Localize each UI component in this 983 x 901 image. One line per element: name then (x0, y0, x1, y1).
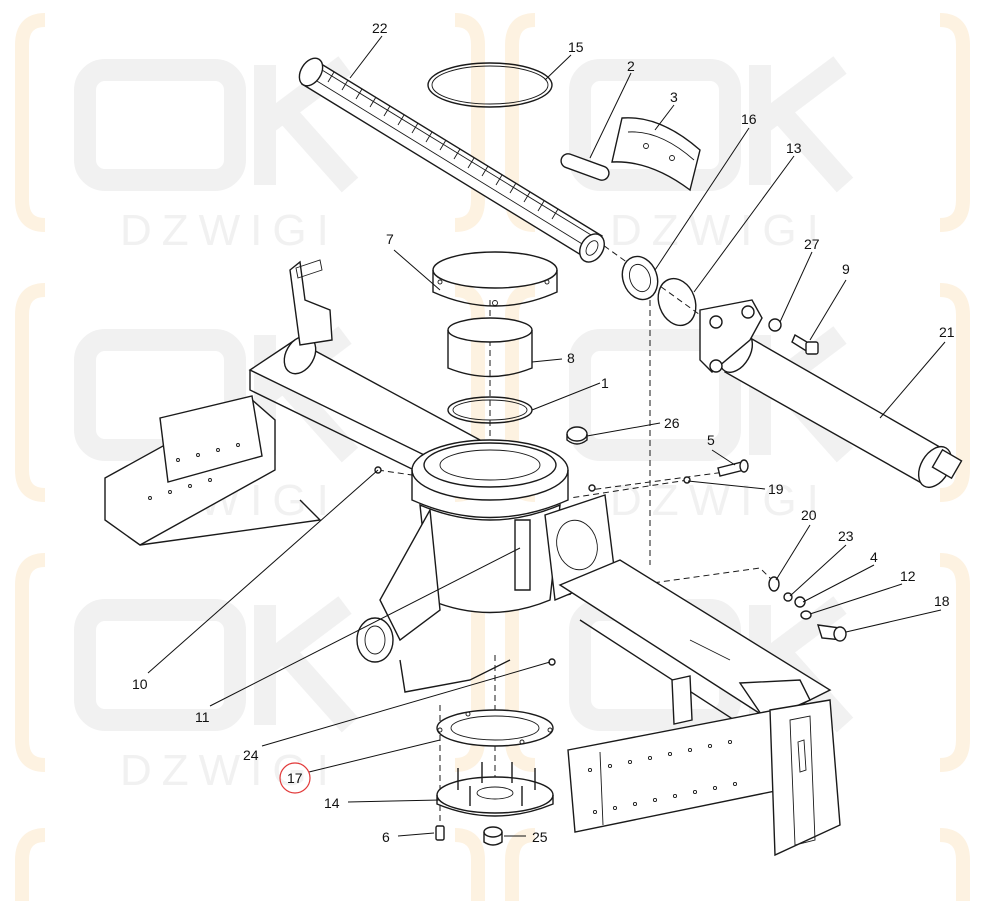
callout-5: 5 (707, 432, 715, 448)
part-cover-14 (436, 762, 554, 817)
callout-12: 12 (900, 568, 916, 584)
part-cylinder-21 (699, 299, 963, 488)
callout-6: 6 (382, 829, 390, 845)
callout-17: 17 (287, 770, 303, 786)
leader-lines (147, 35, 946, 837)
part-gasket-17 (436, 709, 554, 747)
callout-8: 8 (567, 350, 575, 366)
callout-11: 11 (195, 709, 210, 725)
callout-26: 26 (664, 415, 680, 431)
part-half-bearing-3 (611, 117, 701, 192)
part-plug-26 (566, 426, 588, 445)
part-bolt-6 (435, 825, 445, 841)
watermark-text: DZWIGI (610, 206, 829, 255)
part-bolt-9 (791, 333, 819, 355)
callout-27: 27 (804, 236, 820, 252)
part-washer-20 (768, 576, 780, 592)
callout-15: 15 (568, 39, 584, 55)
callout-21: 21 (939, 324, 955, 340)
part-bolt-5 (717, 459, 749, 477)
callout-10: 10 (132, 676, 148, 692)
watermark-text: DZWIGI (120, 206, 339, 255)
callout-20: 20 (801, 507, 817, 523)
part-ring-7 (432, 251, 558, 307)
part-washer-12 (800, 610, 812, 620)
part-washer-27 (768, 318, 782, 332)
part-nut-19 (683, 476, 691, 484)
part-oring-15 (427, 62, 553, 108)
callout-7: 7 (386, 231, 394, 247)
part-pin-18 (817, 624, 847, 642)
part-oring-13 (657, 277, 697, 327)
callout-19: 19 (768, 481, 784, 497)
callout-22: 22 (372, 20, 388, 36)
part-oring-15-inner (431, 65, 549, 105)
callout-18: 18 (934, 593, 950, 609)
callout-9: 9 (842, 261, 850, 277)
callout-3: 3 (670, 89, 678, 105)
part-plug-25 (483, 826, 503, 846)
callout-24: 24 (243, 747, 259, 763)
watermark-text: DZWIGI (610, 476, 829, 525)
part-main-frame (104, 259, 841, 857)
highlight-circle-17 (279, 762, 311, 794)
callout-23: 23 (838, 528, 854, 544)
callout-1: 1 (601, 375, 609, 391)
part-rack-22 (298, 57, 605, 263)
callout-4: 4 (870, 549, 878, 565)
callout-25: 25 (532, 829, 548, 845)
watermark-text: DZWIGI (120, 746, 339, 795)
callout-16: 16 (741, 111, 757, 127)
callout-14: 14 (324, 795, 340, 811)
part-ring-1-inner (452, 399, 528, 421)
callout-labels: 22 15 2 3 16 13 27 9 7 21 8 1 26 5 19 20… (132, 20, 955, 845)
part-bearing-16 (621, 255, 659, 301)
part-ring-23 (783, 592, 793, 602)
part-washer-4 (794, 596, 806, 608)
part-key-2 (560, 153, 610, 181)
callout-13: 13 (786, 140, 802, 156)
part-sleeve-8 (447, 317, 533, 378)
callout-2: 2 (627, 58, 635, 74)
